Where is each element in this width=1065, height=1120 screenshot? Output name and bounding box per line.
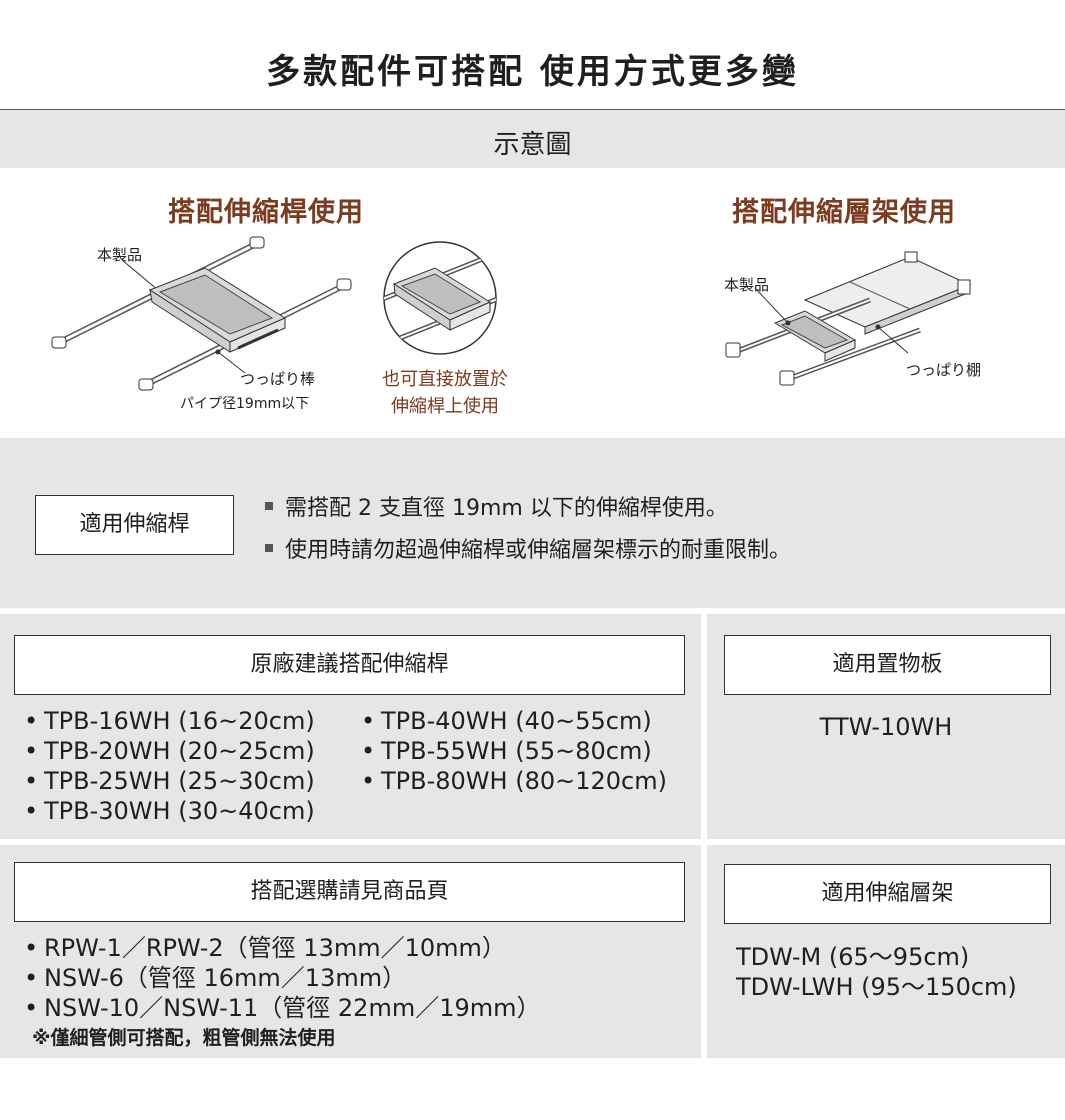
list-item: 使用時請勿超過伸縮桿或伸縮層架標示的耐重限制。	[265, 530, 791, 572]
diagram-band-label: 示意圖	[493, 130, 572, 160]
diagram-band	[0, 110, 1065, 168]
list-item: TPB-40WH (40~55cm)	[357, 706, 667, 736]
list-item: 需搭配 2 支直徑 19mm 以下的伸縮桿使用。	[265, 488, 791, 530]
list-item: RPW-1／RPW-2（管徑 13mm／10mm）	[20, 933, 541, 963]
rod-section-heading: 搭配伸縮桿使用	[168, 197, 364, 228]
list-item: TPB-25WH (25~30cm)	[20, 766, 315, 796]
list-item: NSW-6（管徑 16mm／13mm）	[20, 963, 541, 993]
purchase-list: RPW-1／RPW-2（管徑 13mm／10mm） NSW-6（管徑 16mm／…	[20, 933, 541, 1023]
shelf-board-model: TTW-10WH	[819, 713, 953, 741]
list-item: TPB-55WH (55~80cm)	[357, 736, 667, 766]
telescopic-shelf-header: 適用伸縮層架	[724, 864, 1051, 924]
recommended-rods-header: 原廠建議搭配伸縮桿	[14, 635, 685, 695]
list-item: TPB-80WH (80~120cm)	[357, 766, 667, 796]
shelf-label: つっぱり棚	[906, 361, 982, 379]
list-item: TDW-LWH (95～150cm)	[736, 973, 1017, 1001]
shelf-section-heading: 搭配伸縮層架使用	[732, 197, 956, 228]
requirements-box: 適用伸縮桿	[35, 495, 234, 555]
list-item: TDW-M (65～95cm)	[736, 943, 970, 971]
purchase-note: ※僅細管側可搭配，粗管側無法使用	[32, 1027, 336, 1049]
list-item: NSW-10／NSW-11（管徑 22mm／19mm）	[20, 993, 541, 1023]
direct-note-line2: 伸縮桿上使用	[391, 396, 499, 417]
product-label: 本製品	[97, 246, 143, 264]
shelf-product-label: 本製品	[724, 276, 770, 294]
list-item: TPB-16WH (16~20cm)	[20, 706, 315, 736]
shelf-drawer-illustration	[725, 251, 972, 386]
rods-col2: TPB-40WH (40~55cm) TPB-55WH (55~80cm) TP…	[357, 706, 667, 796]
divider	[0, 109, 1065, 110]
purchase-header: 搭配選購請見商品頁	[14, 862, 685, 922]
requirements-list: 需搭配 2 支直徑 19mm 以下的伸縮桿使用。 使用時請勿超過伸縮桿或伸縮層架…	[265, 488, 791, 572]
page-title: 多款配件可搭配 使用方式更多變	[266, 52, 799, 92]
rods-col1: TPB-16WH (16~20cm) TPB-20WH (20~25cm) TP…	[20, 706, 315, 826]
rod-label: つっぱり棒	[240, 370, 316, 388]
direct-placement-inset	[383, 241, 497, 355]
list-item: TPB-30WH (30~40cm)	[20, 796, 315, 826]
shelf-board-header: 適用置物板	[724, 635, 1051, 695]
rod-drawer-illustration	[51, 236, 352, 391]
rod-spec: パイプ径19mm以下	[180, 396, 310, 412]
telescopic-shelf-models: TDW-M (65～95cm) TDW-LWH (95～150cm)	[736, 942, 1017, 1002]
direct-note-line1: 也可直接放置於	[382, 369, 508, 390]
list-item: TPB-20WH (20~25cm)	[20, 736, 315, 766]
